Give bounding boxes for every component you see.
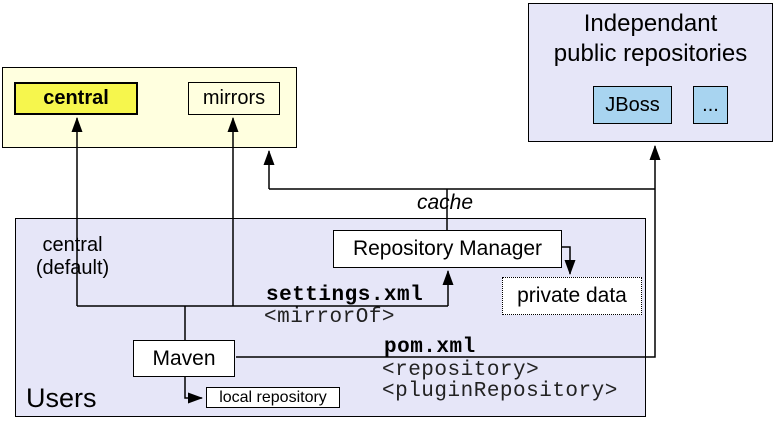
independent-title-line1: Independant xyxy=(583,10,718,37)
local-repository-label: local repository xyxy=(219,388,327,406)
central-repository-node: central xyxy=(14,82,138,115)
other-repositories-label: ... xyxy=(702,93,719,116)
pom-xml-annotation: pom.xml xyxy=(384,336,476,359)
other-repositories-node: ... xyxy=(693,86,728,124)
repository-manager-label: Repository Manager xyxy=(352,237,543,260)
jboss-repository-node: JBoss xyxy=(593,86,672,124)
independent-title-line2: public repositories xyxy=(553,40,748,67)
independent-repositories-title: Independant public repositories xyxy=(528,9,773,69)
pluginrepository-tag-annotation: <pluginRepository> xyxy=(382,380,618,403)
repository-tag-annotation: <repository> xyxy=(382,359,540,382)
central-default-label: central (default) xyxy=(25,234,120,280)
repository-manager-node: Repository Manager xyxy=(333,230,562,268)
central-repository-label: central xyxy=(43,87,109,109)
private-data-label: private data xyxy=(517,284,627,307)
cache-annotation: cache xyxy=(417,191,474,214)
settings-xml-annotation: settings.xml xyxy=(266,284,424,307)
mirrorof-tag-annotation: <mirrorOf> xyxy=(264,306,396,329)
jboss-label: JBoss xyxy=(605,93,660,116)
mirrors-label: mirrors xyxy=(202,87,266,109)
central-default-line1: central xyxy=(42,234,103,256)
users-group-label: Users xyxy=(26,383,97,413)
mirrors-node: mirrors xyxy=(188,82,280,115)
maven-node: Maven xyxy=(133,340,235,377)
private-data-node: private data xyxy=(502,277,642,315)
local-repository-node: local repository xyxy=(206,387,340,408)
maven-label: Maven xyxy=(152,346,216,370)
central-default-line2: (default) xyxy=(35,257,110,279)
